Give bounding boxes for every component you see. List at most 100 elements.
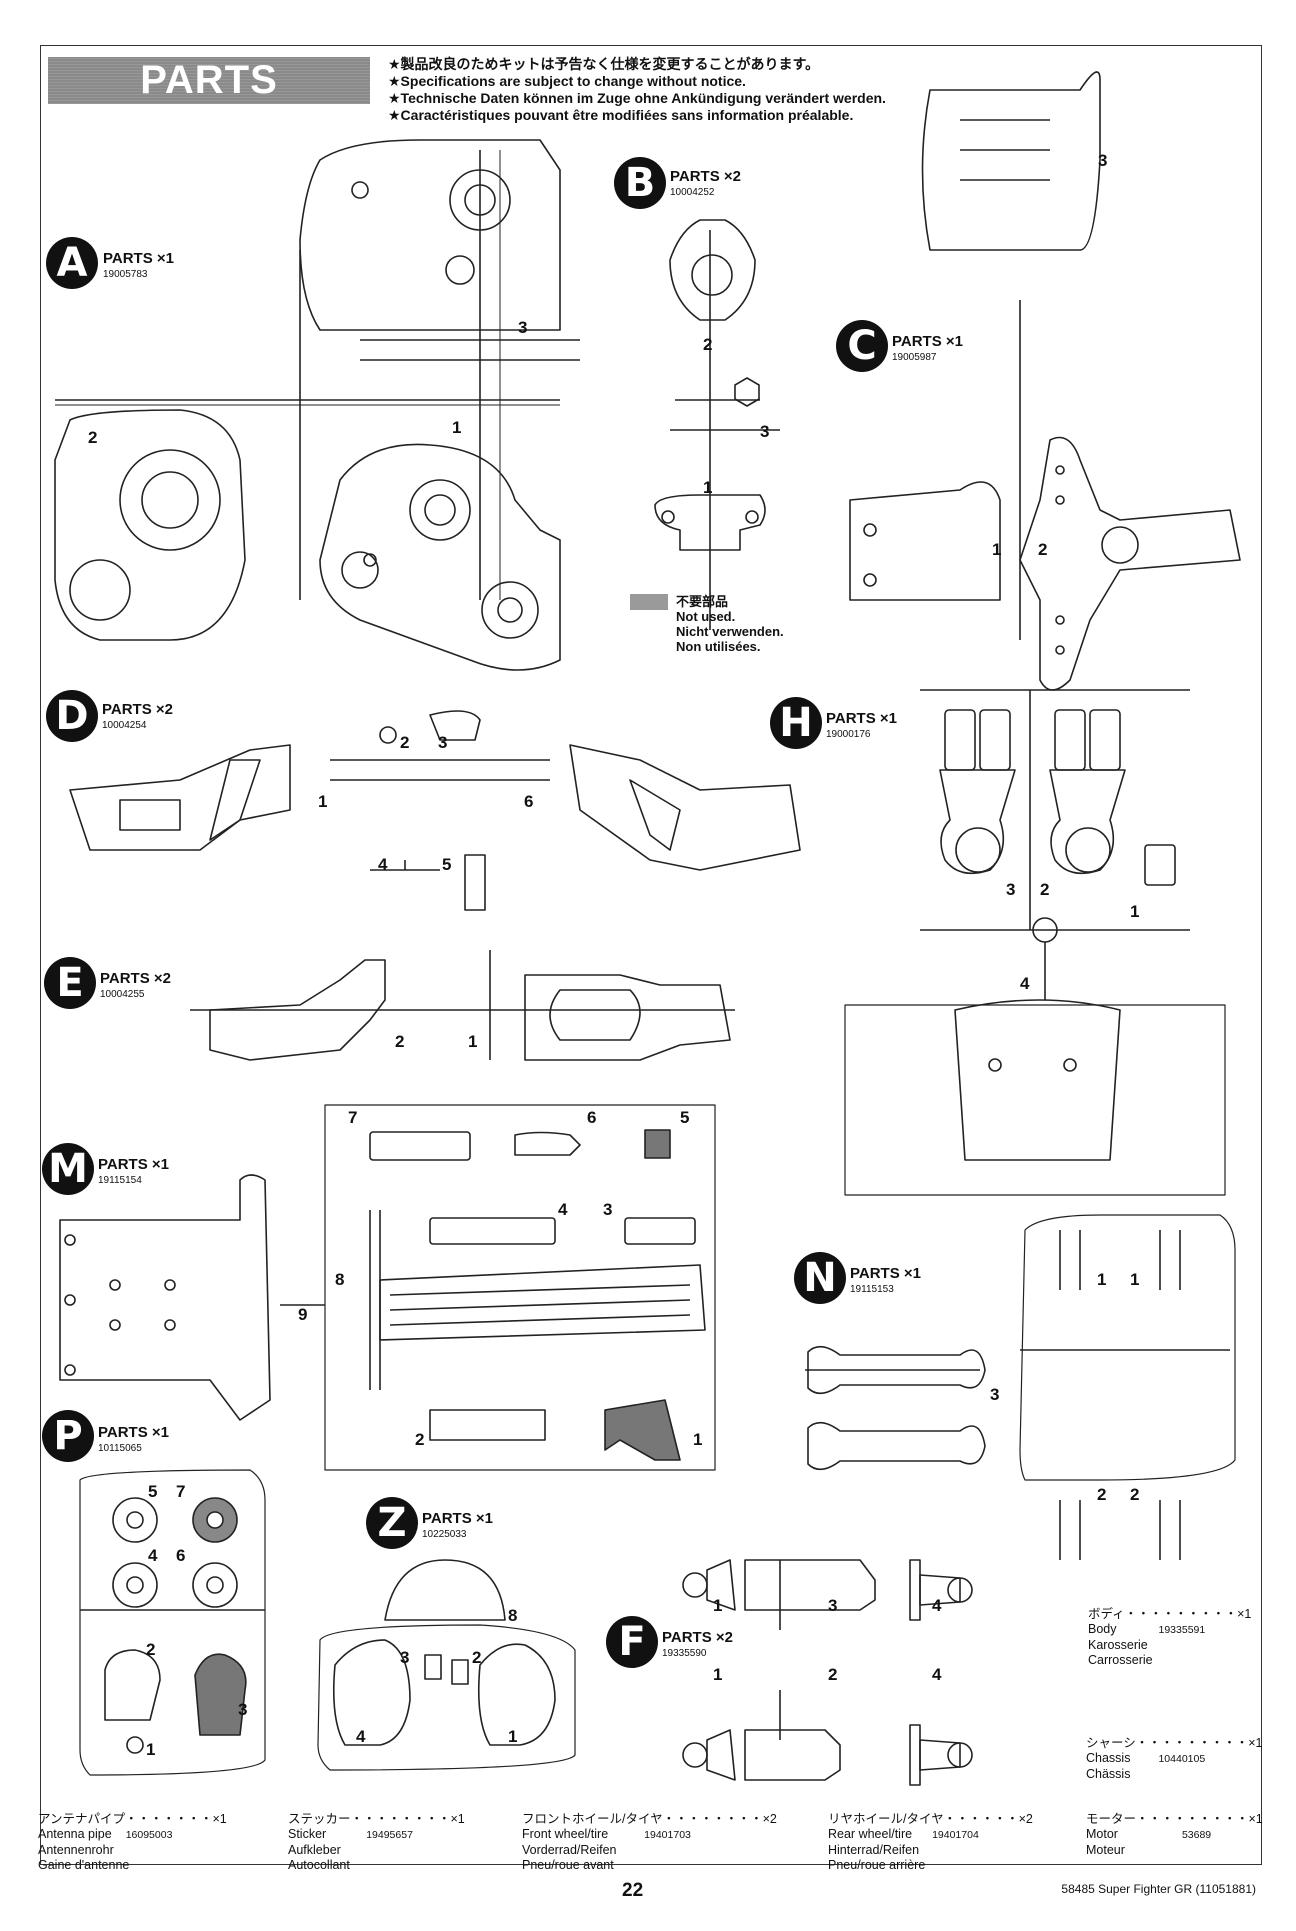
part-number: 1 [703,478,713,497]
legend-line: Nicht verwenden. [676,624,784,639]
part-number: 6 [524,792,534,811]
spare-line: Antenna pipe [38,1827,112,1841]
part-number: 8 [335,1270,345,1289]
part-number: 2 [1040,880,1050,899]
part-number: 2 [472,1648,482,1667]
tree-f-code: 19335590 [662,1648,707,1659]
spare-line: Chassis [1086,1751,1131,1765]
not-used-legend: 不要部品 Not used. Nicht verwenden. Non util… [630,594,784,654]
tree-b-label: PARTS ×2 [670,168,741,185]
part-number: 7 [176,1482,186,1501]
part-number: 6 [587,1108,597,1127]
part-number: 2 [1097,1485,1107,1504]
spare-line: Hinterrad/Reifen [828,1843,920,1857]
part-number: 4 [1020,974,1030,993]
tree-c-drawing [849,71,1241,691]
spare-line: Moteur [1086,1843,1125,1857]
tree-a-code: 19005783 [103,269,148,280]
part-number: 2 [395,1032,405,1051]
part-number: 3 [760,422,770,441]
spare-title: シャーシ・・・・・・・・・×1 [1086,1736,1263,1750]
tree-n-drawing [805,1214,1236,1560]
part-number: 1 [693,1430,703,1449]
spare-code: 16095003 [125,1829,173,1841]
tree-a-label: PARTS ×1 [103,250,174,267]
spare-line: Sticker [288,1827,327,1841]
tree-d-code: 10004254 [102,720,147,731]
tree-d-badge: D [46,690,98,742]
part-number: 2 [828,1665,838,1684]
tree-d-label: PARTS ×2 [102,701,173,718]
part-number: 2 [146,1640,156,1659]
spare-line: Antennenrohr [38,1843,114,1857]
legend-line: 不要部品 [676,594,729,609]
tree-e-label: PARTS ×2 [100,970,171,987]
part-number: 9 [298,1305,308,1324]
tree-e-drawing [190,950,735,1061]
kit-code: 58485 Super Fighter GR (11051881) [1061,1882,1256,1896]
tree-z-label: PARTS ×1 [422,1510,493,1527]
part-number: 3 [438,733,448,752]
spare-title: フロントホイール/タイヤ・・・・・・・・×2 [522,1812,777,1826]
tree-n-label: PARTS ×1 [850,1265,921,1282]
tree-d-drawing [69,710,801,911]
tree-p-code: 10115065 [98,1443,142,1454]
legend-line: Non utilisées. [676,639,761,654]
part-number: 3 [238,1700,248,1719]
spare-line: Pneu/roue avant [522,1858,614,1872]
tree-m-badge: M [42,1143,94,1195]
part-number: 4 [378,855,388,874]
tree-z-code: 10225033 [422,1529,467,1540]
spare-sticker: ステッカー・・・・・・・・×1 Sticker 19495657 Aufklebe… [288,1812,465,1873]
notice-fr: ★Caractéristiques pouvant être modifiées… [388,107,854,123]
tree-m-code: 19115154 [98,1175,142,1186]
part-number: 2 [415,1430,425,1449]
part-number: 4 [932,1665,942,1684]
spare-line: Gaine d'antenne [38,1858,130,1872]
part-number: 1 [713,1665,723,1684]
tree-z-badge: Z [366,1497,418,1549]
spare-line: Vorderrad/Reifen [522,1843,617,1857]
spare-code: 19495657 [366,1829,413,1841]
spare-line: Front wheel/tire [522,1827,609,1841]
part-number: 3 [990,1385,1000,1404]
tree-b-code: 10004252 [670,187,715,198]
spare-line: Chässis [1086,1767,1131,1781]
spare-line: Aufkleber [288,1843,341,1857]
tree-h-label: PARTS ×1 [826,710,897,727]
part-number: 4 [558,1200,568,1219]
tree-e-code: 10004255 [100,989,145,1000]
part-number: 1 [468,1032,478,1051]
notice-de: ★Technische Daten können im Zuge ohne An… [388,90,886,106]
tree-p-label: PARTS ×1 [98,1424,169,1441]
not-used-swatch [630,594,668,610]
spare-code: 10440105 [1158,1753,1206,1765]
tree-h-badge: H [770,697,822,749]
part-number: 7 [348,1108,358,1127]
spare-line: Autocollant [288,1858,350,1872]
part-number: 2 [703,335,713,354]
spare-chassis: シャーシ・・・・・・・・・×1 Chassis 10440105 Chässis [1086,1736,1263,1782]
tree-n-badge: N [794,1252,846,1304]
notice-en: ★Specifications are subject to change wi… [388,73,746,89]
part-number: 4 [148,1546,158,1565]
part-number: 5 [148,1482,158,1501]
tree-f-badge: F [606,1616,658,1668]
spare-title: モーター・・・・・・・・・×1 [1086,1812,1263,1826]
part-number: 1 [1097,1270,1107,1289]
spare-title: ステッカー・・・・・・・・×1 [288,1812,465,1826]
tree-m-label: PARTS ×1 [98,1156,169,1173]
part-number: 3 [400,1648,410,1667]
tree-a-badge: A [46,237,98,289]
tree-h-code: 19000176 [826,729,871,740]
part-number: 4 [356,1727,366,1746]
tree-b-drawing [654,219,780,630]
notice-ja: ★製品改良のためキットは予告なく仕様を変更することがあります。 [388,56,820,72]
tree-e-badge: E [44,957,96,1009]
part-number: 8 [508,1606,518,1625]
page-number: 22 [622,1880,644,1901]
